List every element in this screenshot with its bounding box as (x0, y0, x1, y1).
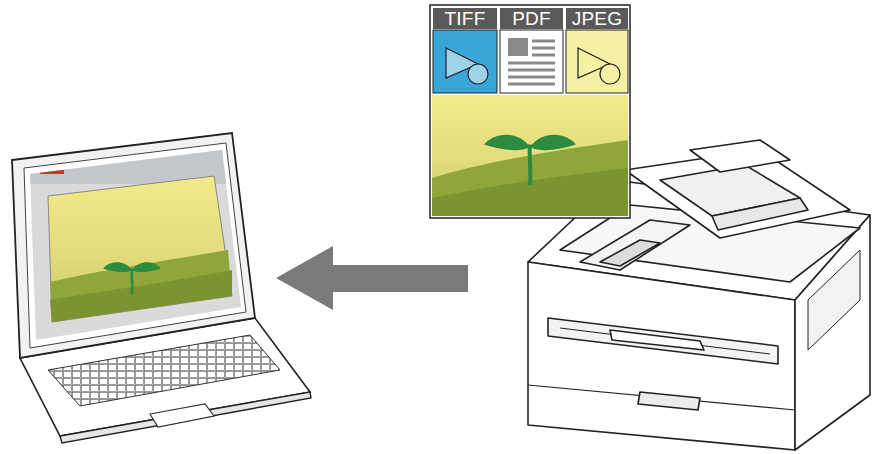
file-format-card (430, 5, 630, 218)
laptop-illustration-part (150, 404, 214, 427)
printer-illustration-part (528, 262, 795, 450)
laptop-illustration-part-part (40, 170, 64, 174)
file-format-card-part-part (532, 47, 555, 50)
file-format-card-part-part (532, 40, 555, 43)
format-label: TIFF (445, 9, 486, 28)
file-format-card-part-part (508, 62, 555, 65)
file-format-card-part-part (532, 54, 555, 57)
laptop-illustration-part (20, 140, 250, 350)
file-format-card-part-part (508, 69, 555, 72)
printer-illustration-part (580, 220, 690, 270)
file-format-card-part (433, 30, 497, 93)
printer-illustration-part (610, 330, 704, 350)
laptop-illustration-part-part (50, 250, 232, 322)
file-format-card-part (566, 30, 628, 93)
laptop-illustration-part-part (103, 262, 161, 294)
transfer-arrow (276, 246, 468, 310)
printer-illustration-part (712, 198, 808, 230)
laptop-illustration-part-part (20, 140, 250, 350)
printer-illustration-part (528, 385, 795, 410)
format-tab: TIFF (433, 8, 497, 29)
file-format-card-part (508, 38, 528, 56)
file-format-card-part (430, 5, 630, 218)
file-format-card-part-part (508, 76, 555, 79)
printer-illustration-part (638, 392, 700, 410)
file-format-card-part (508, 41, 555, 84)
file-format-card-part (500, 30, 563, 93)
printer-illustration-part (808, 250, 860, 350)
laptop-illustration-part (12, 133, 255, 358)
format-label: JPEG (572, 9, 622, 28)
format-tab: PDF (500, 8, 563, 29)
printer-illustration-part (548, 318, 778, 364)
file-format-card-part-part (508, 83, 555, 86)
laptop-illustration-part-part (20, 140, 250, 184)
file-format-card-part (600, 64, 620, 84)
printer-illustration-part (600, 240, 660, 266)
format-label: PDF (512, 9, 551, 28)
file-format-card-part (432, 95, 628, 216)
file-format-card-part (468, 64, 488, 84)
laptop-illustration (12, 133, 311, 443)
printer-illustration-part (690, 140, 790, 172)
printer-illustration-part (560, 328, 770, 354)
laptop-illustration-part-part (48, 176, 232, 322)
format-tab: JPEG (566, 8, 628, 29)
laptop-illustration-part-part (50, 270, 232, 322)
file-format-card-part (484, 135, 576, 185)
